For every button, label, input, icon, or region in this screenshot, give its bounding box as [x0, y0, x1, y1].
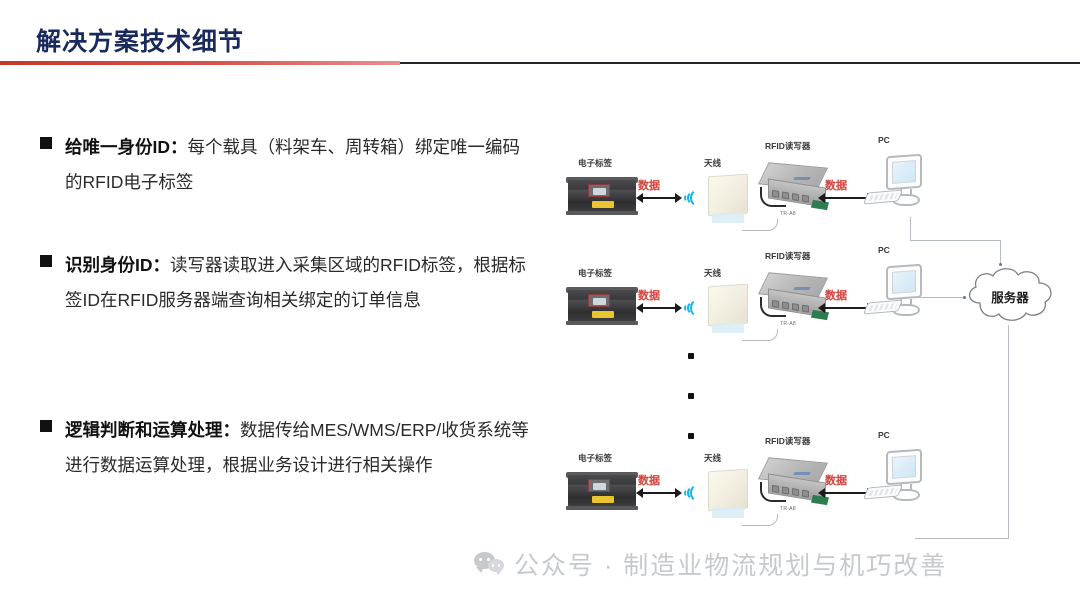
list-item: 给唯一身份ID：每个载具（料架车、周转箱）绑定唯一编码的RFID电子标签	[40, 130, 530, 200]
antenna-panel-icon	[706, 283, 778, 341]
square-bullet-icon	[40, 137, 52, 149]
wechat-icon	[474, 552, 504, 576]
diagram-row: 电子标签 天线 RFID读写器 PC 数据 数据 TR-A8	[560, 430, 960, 545]
cloud-icon	[969, 268, 1052, 321]
tag-label: 电子标签	[578, 158, 613, 168]
connector-line	[912, 297, 964, 298]
server-label: 服务器	[991, 291, 1029, 305]
data-label-right: 数据	[825, 290, 847, 302]
tag-label: 电子标签	[578, 453, 613, 463]
connector-line	[910, 240, 1000, 241]
bullet-text: 识别身份ID：读写器读取进入采集区域的RFID标签，根据标签ID在RFID服务器…	[65, 248, 530, 318]
data-label-left: 数据	[638, 475, 660, 487]
pc-workstation-icon	[862, 151, 942, 219]
watermark-text: 公众号 · 制造业物流规划与机巧改善	[514, 552, 948, 580]
page-title: 解决方案技术细节	[36, 28, 245, 56]
bullet-body: 数据传给MES/WMS/ERP/收货系统等进行数据运算处理，根据业务设计进行相关…	[65, 420, 529, 475]
antenna-label: 天线	[704, 453, 722, 463]
connector-line	[910, 217, 911, 241]
wireless-signal-icon	[684, 295, 706, 321]
pc-label: PC	[878, 135, 890, 145]
reader-model-label: TR-A8	[780, 211, 796, 217]
rfid-tag-icon	[588, 479, 610, 492]
square-bullet-icon	[40, 255, 52, 267]
data-arrow-tag-antenna	[636, 193, 682, 203]
electronic-tag-crate-icon	[566, 287, 638, 325]
antenna-panel-icon	[706, 468, 778, 526]
pc-label: PC	[878, 245, 890, 255]
reader-label: RFID读写器	[765, 141, 811, 151]
connector-line	[915, 538, 1009, 539]
pc-workstation-icon	[862, 446, 942, 514]
bullet-body: 读写器读取进入采集区域的RFID标签，根据标签ID在RFID服务器端查询相关绑定…	[65, 255, 526, 310]
wireless-signal-icon	[684, 185, 706, 211]
rfid-reader-icon: TR-A8	[757, 157, 834, 219]
data-label-left: 数据	[638, 290, 660, 302]
reader-label: RFID读写器	[765, 251, 811, 261]
antenna-panel-icon	[706, 173, 778, 231]
data-arrow-tag-antenna	[636, 488, 682, 498]
data-label-left: 数据	[638, 180, 660, 192]
electronic-tag-crate-icon	[566, 177, 638, 215]
list-item: 识别身份ID：读写器读取进入采集区域的RFID标签，根据标签ID在RFID服务器…	[40, 248, 530, 318]
watermark: 公众号 · 制造业物流规划与机巧改善	[474, 546, 947, 582]
rfid-tag-icon	[588, 294, 610, 307]
connector-line	[1008, 325, 1009, 538]
list-item: 逻辑判断和运算处理：数据传给MES/WMS/ERP/收货系统等进行数据运算处理，…	[40, 413, 530, 483]
data-label-right: 数据	[825, 180, 847, 192]
repeat-ellipsis-icon	[688, 353, 694, 473]
bullet-lead: 给唯一身份ID：	[65, 137, 188, 157]
antenna-label: 天线	[704, 158, 722, 168]
rfid-architecture-diagram: 电子标签 天线 RFID读写器 PC 数据 数据 TR-A8	[560, 125, 1080, 545]
rfid-reader-icon: TR-A8	[757, 267, 834, 329]
diagram-row: 电子标签 天线 RFID读写器 PC 数据 数据 TR-A8	[560, 245, 960, 360]
bullet-lead: 识别身份ID：	[65, 255, 170, 275]
pc-workstation-icon	[862, 261, 942, 329]
server-cloud: 服务器	[962, 265, 1058, 327]
diagram-row: 电子标签 天线 RFID读写器 PC 数据 数据 TR-A8	[560, 135, 960, 250]
connector-endpoint	[963, 296, 966, 299]
wireless-signal-icon	[684, 480, 706, 506]
bullet-lead: 逻辑判断和运算处理：	[65, 420, 240, 440]
reader-label: RFID读写器	[765, 436, 811, 446]
electronic-tag-crate-icon	[566, 472, 638, 510]
page-header: 解决方案技术细节	[0, 0, 1080, 70]
bullet-body: 每个载具（料架车、周转箱）绑定唯一编码的RFID电子标签	[65, 137, 520, 192]
bullet-text: 给唯一身份ID：每个载具（料架车、周转箱）绑定唯一编码的RFID电子标签	[65, 130, 530, 200]
square-bullet-icon	[40, 420, 52, 432]
connector-endpoint	[999, 263, 1002, 266]
header-rule-dark	[400, 62, 1080, 64]
connector-line	[1000, 240, 1001, 265]
bullet-text: 逻辑判断和运算处理：数据传给MES/WMS/ERP/收货系统等进行数据运算处理，…	[65, 413, 530, 483]
rfid-tag-icon	[588, 184, 610, 197]
antenna-label: 天线	[704, 268, 722, 278]
pc-label: PC	[878, 430, 890, 440]
reader-model-label: TR-A8	[780, 321, 796, 327]
data-label-right: 数据	[825, 475, 847, 487]
reader-model-label: TR-A8	[780, 506, 796, 512]
data-arrow-tag-antenna	[636, 303, 682, 313]
tag-label: 电子标签	[578, 268, 613, 278]
rfid-reader-icon: TR-A8	[757, 452, 834, 514]
header-rule-red	[0, 61, 400, 65]
